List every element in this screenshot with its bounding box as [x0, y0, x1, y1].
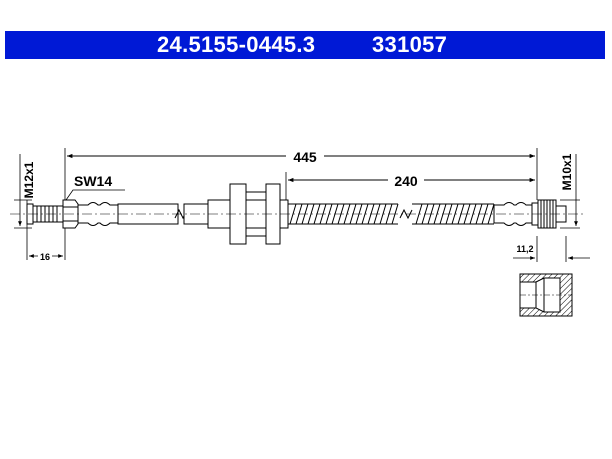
right-thread-label: M10x1	[560, 153, 574, 190]
port-detail-section	[519, 273, 573, 317]
wrench-size-leader	[65, 189, 125, 201]
mounting-bracket	[207, 183, 289, 245]
left-end-label: 16	[40, 252, 50, 262]
part-number: 24.5155-0445.3	[157, 32, 316, 57]
left-thread-label: M12x1	[22, 161, 36, 198]
extension-lines	[14, 148, 580, 262]
title-banner	[5, 31, 605, 59]
wrench-size-label: SW14	[74, 173, 112, 189]
hose-length-label: 240	[394, 173, 418, 189]
left-hex-nut	[62, 199, 79, 229]
reference-number: 331057	[372, 32, 448, 57]
overall-length-label: 445	[293, 149, 317, 165]
right-end-label: 11,2	[516, 244, 533, 254]
